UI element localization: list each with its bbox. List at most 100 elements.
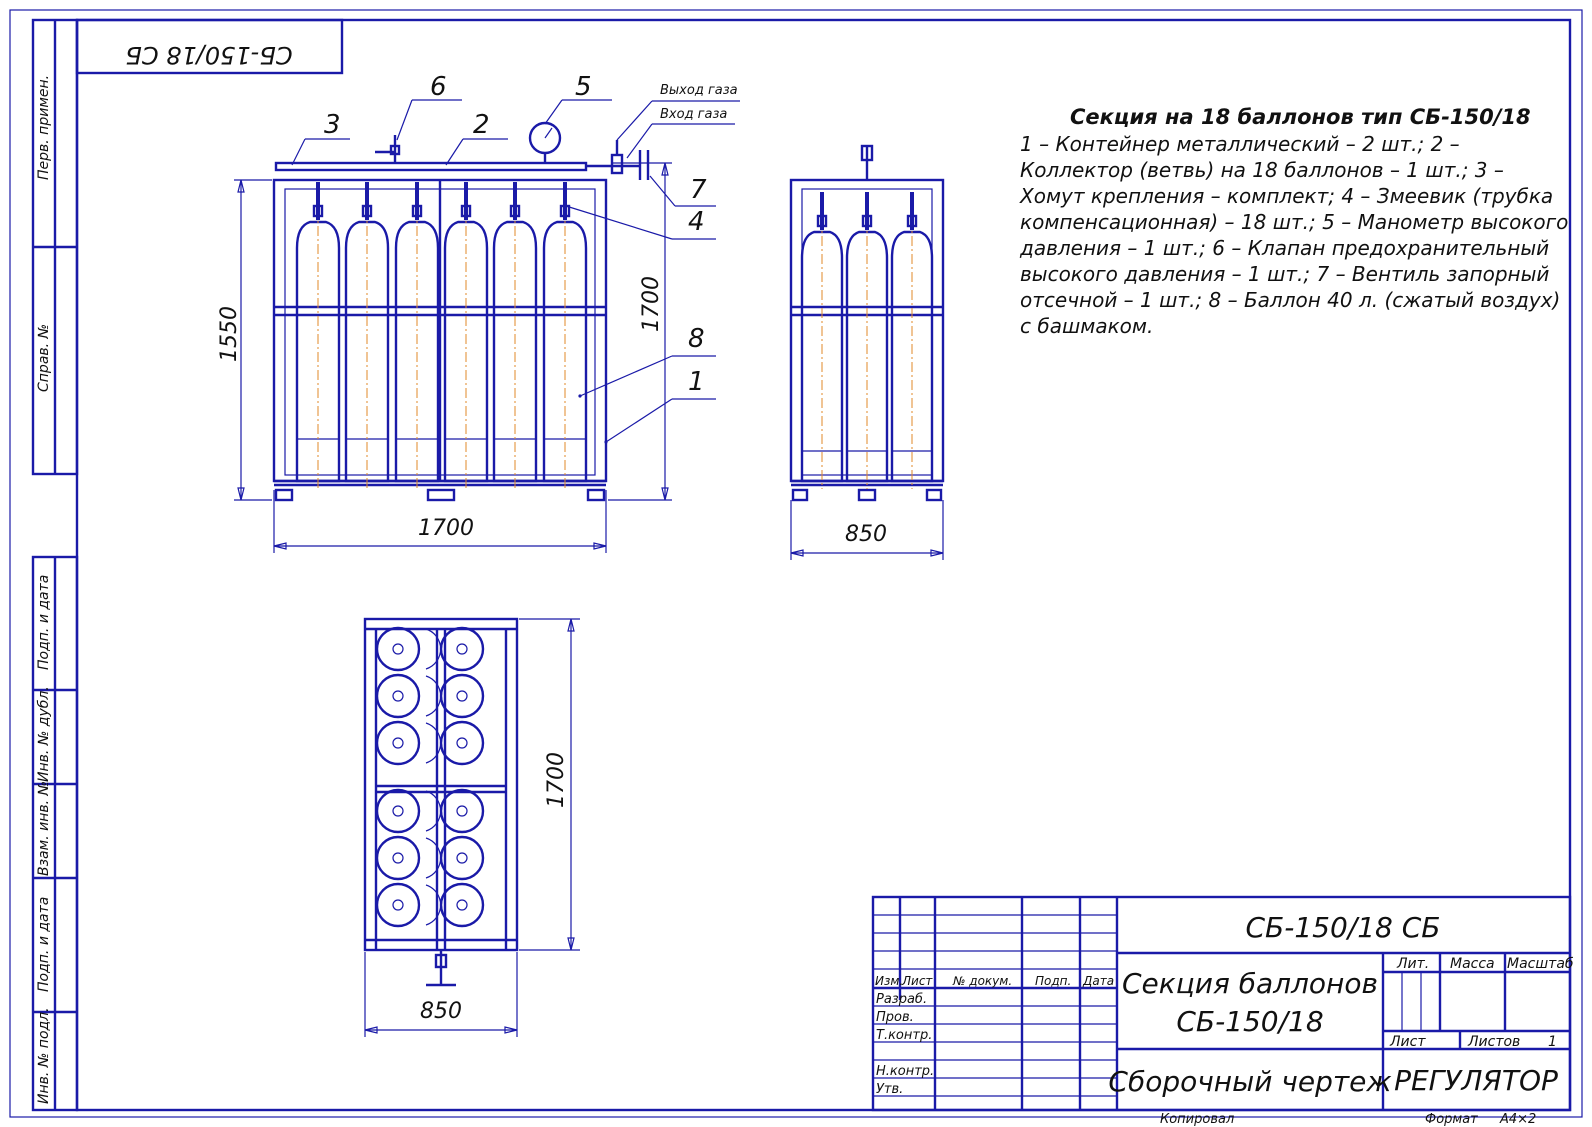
- cylinder-top: [375, 720, 421, 766]
- spec-line: высокого давления – 1 шт.; 7 – Вентиль з…: [1020, 262, 1549, 286]
- side-label-inv-podl: Инв. № подл.: [36, 1007, 52, 1104]
- cylinder: [845, 192, 889, 489]
- cylinder-top-partial: [425, 675, 457, 717]
- tb-header-izm: Изм.: [875, 974, 903, 988]
- dim-front-width-label: 1700: [418, 516, 474, 541]
- side-label-inv-dubl: Инв. № дубл.: [36, 686, 52, 782]
- cylinder: [344, 182, 390, 489]
- callout-8: 8: [688, 324, 705, 354]
- dim-front-height-frame-label: 1550: [217, 306, 242, 362]
- dim-front-width: [273, 490, 607, 553]
- top-left-stamp-box: [75, 18, 344, 75]
- callout-4: 4: [688, 207, 705, 237]
- gas-out-label: Выход газа: [660, 83, 738, 98]
- dim-side-width: [790, 500, 944, 560]
- front-foot-mid: [426, 488, 456, 502]
- title-block: [871, 895, 1572, 1112]
- tb-organization: РЕГУЛЯТОР: [1394, 1064, 1558, 1097]
- front-foot-right: [586, 488, 606, 502]
- spec-line: с башмаком.: [1020, 314, 1153, 338]
- side-label-podp-data-2: Подп. и дата: [36, 897, 52, 992]
- cylinder-top-partial: [425, 722, 457, 764]
- tb-header-massa: Масса: [1450, 956, 1495, 972]
- tb-role: Н.контр.: [876, 1064, 934, 1079]
- tb-kopiroval: Копировал: [1160, 1112, 1234, 1127]
- tb-header-podp: Подп.: [1035, 974, 1071, 988]
- cylinder: [394, 182, 440, 489]
- side-label-perv-primen: Перв. примен.: [36, 75, 52, 180]
- tb-doc-type: Сборочный чертеж: [1108, 1065, 1391, 1098]
- dim-top-length-label: 1700: [544, 752, 569, 808]
- dim-front-height-frame: [234, 179, 272, 501]
- spec-line: 1 – Контейнер металлический – 2 шт.; 2 –: [1020, 132, 1460, 156]
- tb-designation: СБ-150/18 СБ: [1245, 911, 1440, 944]
- callout-3: 3: [324, 110, 341, 140]
- dim-top-width-label: 850: [420, 999, 462, 1024]
- cylinder-top-partial: [425, 628, 457, 670]
- sheet-outer-frame: [9, 9, 1583, 1118]
- tb-header-n-dokum: № докум.: [952, 974, 1012, 988]
- spec-line: Хомут крепления – комплект; 4 – Змеевик …: [1019, 184, 1553, 208]
- shutoff-valve: [586, 140, 650, 180]
- cylinder-top-partial: [425, 837, 457, 879]
- tb-name-line2: СБ-150/18: [1176, 1005, 1323, 1038]
- front-foot-left: [274, 488, 294, 502]
- spec-line: отсечной – 1 шт.; 8 – Баллон 40 л. (сжат…: [1020, 288, 1560, 312]
- callout-1: 1: [688, 367, 705, 397]
- dim-side-width-label: 850: [845, 522, 887, 547]
- front-cylinders: [295, 182, 588, 489]
- cylinder-top: [375, 626, 421, 672]
- spec-lines: 1 – Контейнер металлический – 2 шт.; 2 –…: [1019, 132, 1568, 338]
- cylinder-top-partial: [425, 884, 457, 926]
- tb-header-list: Лист: [901, 974, 933, 988]
- cylinder-top: [375, 835, 421, 881]
- side-cylinders: [800, 192, 934, 489]
- cylinder-top: [375, 673, 421, 719]
- tb-header-lit: Лит.: [1396, 956, 1429, 972]
- tb-format-value: А4×2: [1499, 1112, 1536, 1127]
- spec-title: Секция на 18 баллонов тип СБ-150/18: [1070, 105, 1531, 129]
- cylinder: [295, 182, 341, 489]
- callout-7: 7: [690, 175, 707, 205]
- callout-2: 2: [473, 110, 490, 140]
- left-side-strip: [31, 18, 79, 1112]
- side-label-vzam-inv: Взам. инв. №: [36, 781, 52, 876]
- top-view: [363, 617, 519, 987]
- top-left-stamp: СБ-150/18 СБ: [125, 41, 292, 69]
- dim-front-height-total: [608, 162, 672, 501]
- tb-role: Т.контр.: [876, 1028, 932, 1043]
- side-label-podp-data-1: Подп. и дата: [36, 575, 52, 670]
- tb-listov-value: 1: [1548, 1034, 1557, 1050]
- gas-in-label: Вход газа: [660, 107, 727, 122]
- tb-format: Формат: [1425, 1112, 1478, 1127]
- callout-6: 6: [430, 72, 447, 102]
- dim-top-length: [519, 618, 580, 951]
- callout-5: 5: [575, 72, 592, 102]
- tb-header-listov: Листов: [1467, 1034, 1520, 1050]
- cylinder: [443, 182, 489, 489]
- tb-role: Разраб.: [876, 992, 927, 1007]
- spec-line: давления – 1 шт.; 6 – Клапан предохранит…: [1019, 236, 1549, 260]
- top-cylinders: [375, 626, 485, 928]
- tb-header-data: Дата: [1082, 974, 1114, 988]
- dim-front-height-total-label: 1700: [639, 276, 664, 332]
- tb-role: Пров.: [876, 1010, 914, 1025]
- side-label-sprav: Справ. №: [36, 324, 52, 392]
- cylinder: [542, 182, 588, 489]
- collector-pipe: [274, 161, 588, 172]
- safety-valve: [375, 135, 401, 163]
- tb-name-line1: Секция баллонов: [1122, 967, 1378, 1000]
- spec-line: Коллектор (ветвь) на 18 баллонов – 1 шт.…: [1020, 158, 1504, 182]
- cylinder-top: [375, 788, 421, 834]
- tb-role: Утв.: [876, 1082, 903, 1097]
- cylinder: [890, 192, 934, 489]
- dim-top-width: [364, 952, 518, 1037]
- tb-header-masshtab: Масштаб: [1507, 956, 1574, 972]
- cylinder-top-partial: [425, 790, 457, 832]
- cylinder: [492, 182, 538, 489]
- cylinder-top: [375, 882, 421, 928]
- front-view: [272, 100, 740, 502]
- cylinder: [800, 192, 844, 489]
- tb-header-list2: Лист: [1389, 1034, 1426, 1050]
